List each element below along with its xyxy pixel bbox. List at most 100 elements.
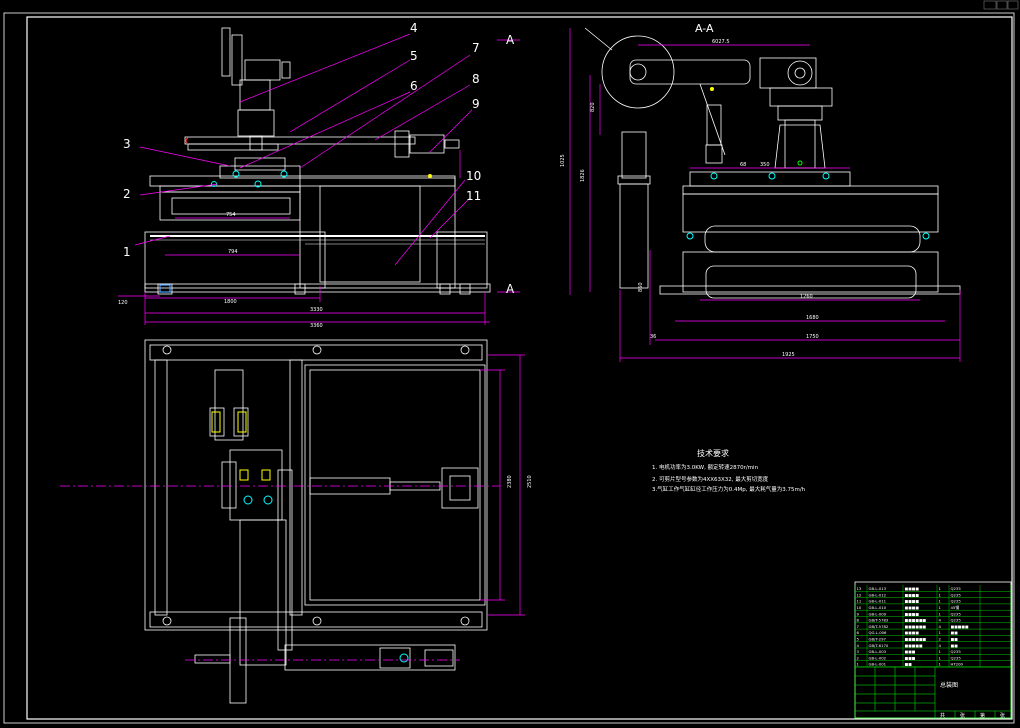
parts-cell-code: GB-L-011 — [869, 599, 887, 604]
parts-cell-mat: Q235 — [951, 599, 962, 604]
top-view-accents — [211, 411, 409, 663]
parts-cell-qty: 1 — [939, 611, 942, 616]
part-label: 10 — [466, 169, 481, 183]
dim-text: 120 — [118, 300, 128, 306]
top-view-dimensions — [60, 354, 525, 661]
part-label: 6 — [410, 79, 418, 93]
parts-cell-num: 5 — [857, 637, 860, 642]
parts-cell-qty: 1 — [939, 662, 942, 667]
dim-text: 2510 — [527, 475, 533, 488]
parts-cell-qty: 4 — [939, 624, 942, 629]
front-view-dimensions — [118, 33, 520, 325]
part-label: 4 — [410, 21, 418, 35]
parts-cell-qty: 1 — [939, 605, 942, 610]
dim-text: 3360 — [310, 323, 323, 329]
tech-requirement-item: 1. 电机功率为3.0KW, 额定转速2870r/min — [652, 463, 759, 471]
dim-text: 1800 — [224, 299, 237, 305]
parts-cell-mat: ■■■■■ — [951, 624, 969, 629]
dim-text: 820 — [590, 102, 596, 112]
parts-cell-code: GB/T-5783 — [869, 618, 889, 623]
parts-cell-name: ■■■ — [905, 649, 916, 654]
parts-cell-num: 6 — [857, 630, 860, 635]
dim-text: 6027.5 — [712, 39, 730, 45]
dim-text: 3330 — [310, 307, 323, 313]
parts-cell-code: GB-L-010 — [869, 605, 887, 610]
parts-cell-code: GB-L-013 — [869, 586, 887, 591]
parts-cell-mat: ■■ — [951, 630, 959, 635]
parts-cell-num: 7 — [857, 624, 860, 629]
parts-cell-num: 8 — [857, 618, 860, 623]
dim-text: 1925 — [782, 352, 795, 358]
section-view-dimensions — [569, 28, 961, 362]
parts-cell-mat: Q235 — [951, 655, 962, 660]
part-label: 3 — [123, 137, 131, 151]
dim-text: 68 — [740, 162, 746, 168]
parts-cell-num: 1 — [857, 662, 860, 667]
parts-cell-num: 11 — [857, 599, 862, 604]
top-view — [144, 339, 488, 704]
front-view-accents — [159, 137, 432, 293]
parts-cell-name: ■■■■ — [905, 586, 920, 591]
dim-text: 36 — [650, 334, 656, 340]
restore-icon[interactable] — [996, 0, 1008, 10]
front-view — [144, 27, 491, 295]
parts-cell-qty: 4 — [939, 643, 942, 648]
parts-cell-code: GB-L-002 — [869, 655, 887, 660]
parts-cell-num: 3 — [857, 649, 860, 654]
section-title: A-A — [695, 22, 714, 35]
dim-text: 2380 — [507, 475, 513, 488]
parts-cell-qty: 1 — [939, 649, 942, 654]
part-label: 8 — [472, 72, 480, 86]
parts-cell-name: ■■■■■■ — [905, 618, 927, 623]
parts-cell-code: GB-L-009 — [869, 611, 887, 616]
window-controls[interactable] — [983, 0, 1019, 10]
parts-cell-name: ■■■■■ — [905, 643, 923, 648]
close-icon[interactable] — [1007, 0, 1019, 10]
parts-cell-num: 4 — [857, 643, 860, 648]
section-mark: A — [506, 33, 515, 47]
parts-cell-code: GB-L-012 — [869, 592, 887, 597]
section-view — [584, 27, 961, 299]
part-label: 2 — [123, 187, 131, 201]
parts-cell-name: ■■■■ — [905, 599, 920, 604]
part-label: 9 — [472, 97, 480, 111]
top-view-texts: 2380 2510 — [507, 475, 533, 488]
parts-cell-num: 10 — [857, 605, 862, 610]
dim-text: 1680 — [806, 315, 819, 321]
dim-text: 1826 — [580, 169, 586, 182]
tech-requirements: 技术要求 1. 电机功率为3.0KW, 额定转速2870r/min 2. 可剪片… — [652, 448, 806, 493]
parts-cell-qty: 2 — [939, 637, 942, 642]
tech-requirement-item: 3.气缸工作气缸缸径工作压力为0.4Mp, 最大耗气量为3.75m/h — [652, 485, 806, 493]
tech-requirement-item: 2. 可剪片型号参数为4XX63X32, 最大剪切宽度 — [652, 475, 769, 483]
minimize-icon[interactable] — [983, 0, 997, 10]
parts-cell-name: ■■■■ — [905, 611, 920, 616]
parts-cell-mat: Q235 — [951, 649, 962, 654]
dim-text: 350 — [760, 162, 770, 168]
parts-cell-name: ■■■■ — [905, 605, 920, 610]
parts-cell-mat: ■■ — [951, 637, 959, 642]
parts-cell-code: GB/T-297 — [869, 637, 887, 642]
parts-cell-mat: 45钢 — [951, 605, 960, 610]
outer-frame — [3, 12, 1015, 724]
parts-cell-mat: ■■ — [951, 643, 959, 648]
parts-cell-name: ■■■■■■ — [905, 637, 927, 642]
dim-text: 1260 — [800, 294, 813, 300]
parts-cell-code: GB/T-6170 — [869, 643, 889, 648]
inner-frame — [26, 16, 1013, 720]
parts-cell-code: GB/T-5782 — [869, 624, 889, 629]
parts-cell-mat: Q235 — [951, 592, 962, 597]
parts-cell-name: ■■■■■■ — [905, 624, 927, 629]
sheet-footer-label: 共 — [940, 712, 945, 719]
part-label: 11 — [466, 189, 481, 203]
parts-cell-qty: 1 — [939, 655, 942, 660]
part-label: 1 — [123, 245, 131, 259]
parts-cell-mat: Q235 — [951, 586, 962, 591]
parts-cell-code: QG-L-006 — [869, 630, 888, 635]
parts-cell-qty: 1 — [939, 599, 942, 604]
parts-cell-qty: 1 — [939, 586, 942, 591]
front-view-dim-texts: 754 794 1800 3330 3360 120 — [118, 212, 323, 329]
dim-text: 1750 — [806, 334, 819, 340]
parts-cell-qty: 4 — [939, 618, 942, 623]
